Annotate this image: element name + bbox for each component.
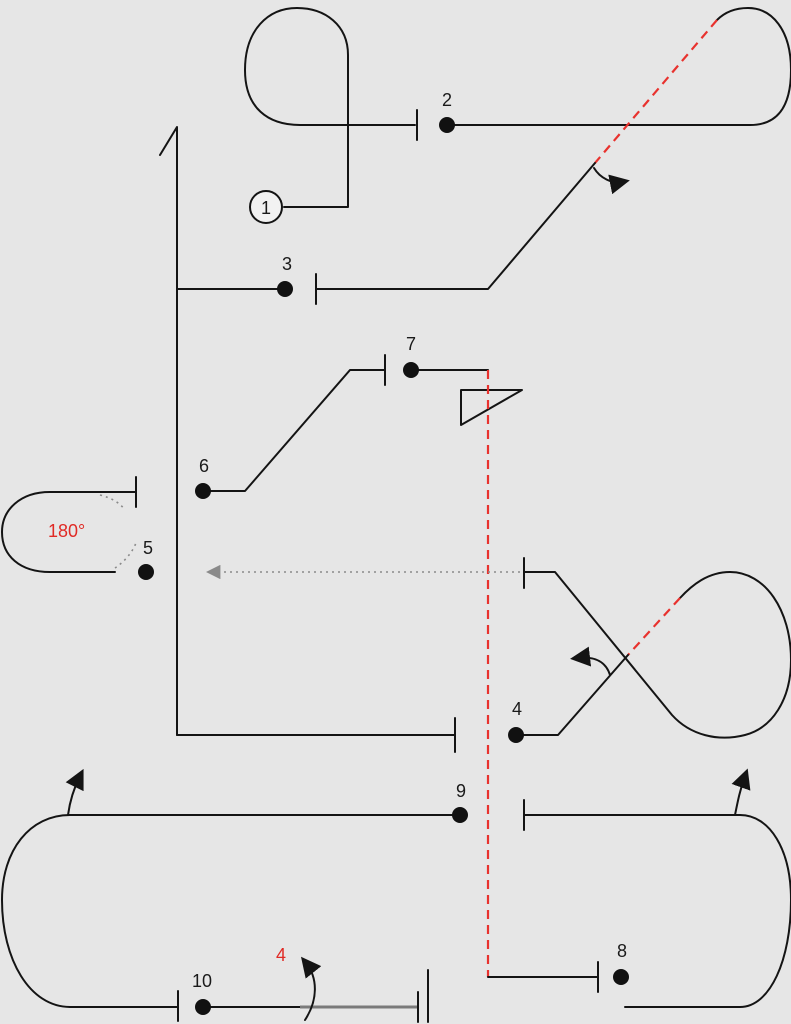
red-dashed-top [594, 19, 718, 164]
node-5-dot [138, 564, 154, 580]
node-10-dot [195, 999, 211, 1015]
node-2-label: 2 [442, 90, 452, 110]
loop-node-1 [244, 7, 416, 208]
node-4-dot [508, 727, 524, 743]
main-spine [159, 126, 178, 736]
node-4-label: 4 [512, 699, 522, 719]
red-dashed-right [627, 597, 681, 656]
node-1-label: 1 [261, 198, 271, 218]
right-figure-eight [523, 571, 791, 739]
right-bottom-loop [523, 814, 791, 1008]
rotation-arrow-right [570, 646, 611, 676]
node-8-dot [613, 969, 629, 985]
node-9-label: 9 [456, 781, 466, 801]
left-loop [1, 491, 137, 573]
rotation-arrow-top [593, 167, 630, 195]
rotation-arrow-bottom [301, 956, 322, 1021]
node-3-line [315, 162, 596, 290]
node-3-dot [277, 281, 293, 297]
rotation-arrow-left [65, 768, 84, 816]
angle-annotation: 180° [48, 521, 85, 541]
node-6-line [203, 369, 386, 492]
node-8-label: 8 [617, 941, 627, 961]
node-1-circle [249, 190, 283, 224]
node-9-line [1, 814, 461, 1008]
node-3-label: 3 [282, 254, 292, 274]
rotation-arrow-bottom-right [731, 768, 751, 816]
node-10-label: 10 [192, 971, 212, 991]
node-5-label: 5 [143, 538, 153, 558]
dotted-arc-top [99, 494, 126, 511]
node-6-label: 6 [199, 456, 209, 476]
node-9-dot [452, 807, 468, 823]
node-2-line [446, 7, 791, 126]
prism-triangle [460, 389, 523, 426]
node-7-label: 7 [406, 334, 416, 354]
dotted-arc-bottom [114, 542, 137, 569]
node-6-dot [195, 483, 211, 499]
node-7-dot [403, 362, 419, 378]
node-4-line [515, 654, 629, 736]
node-2-dot [439, 117, 455, 133]
rotation-count-annotation: 4 [276, 945, 286, 965]
